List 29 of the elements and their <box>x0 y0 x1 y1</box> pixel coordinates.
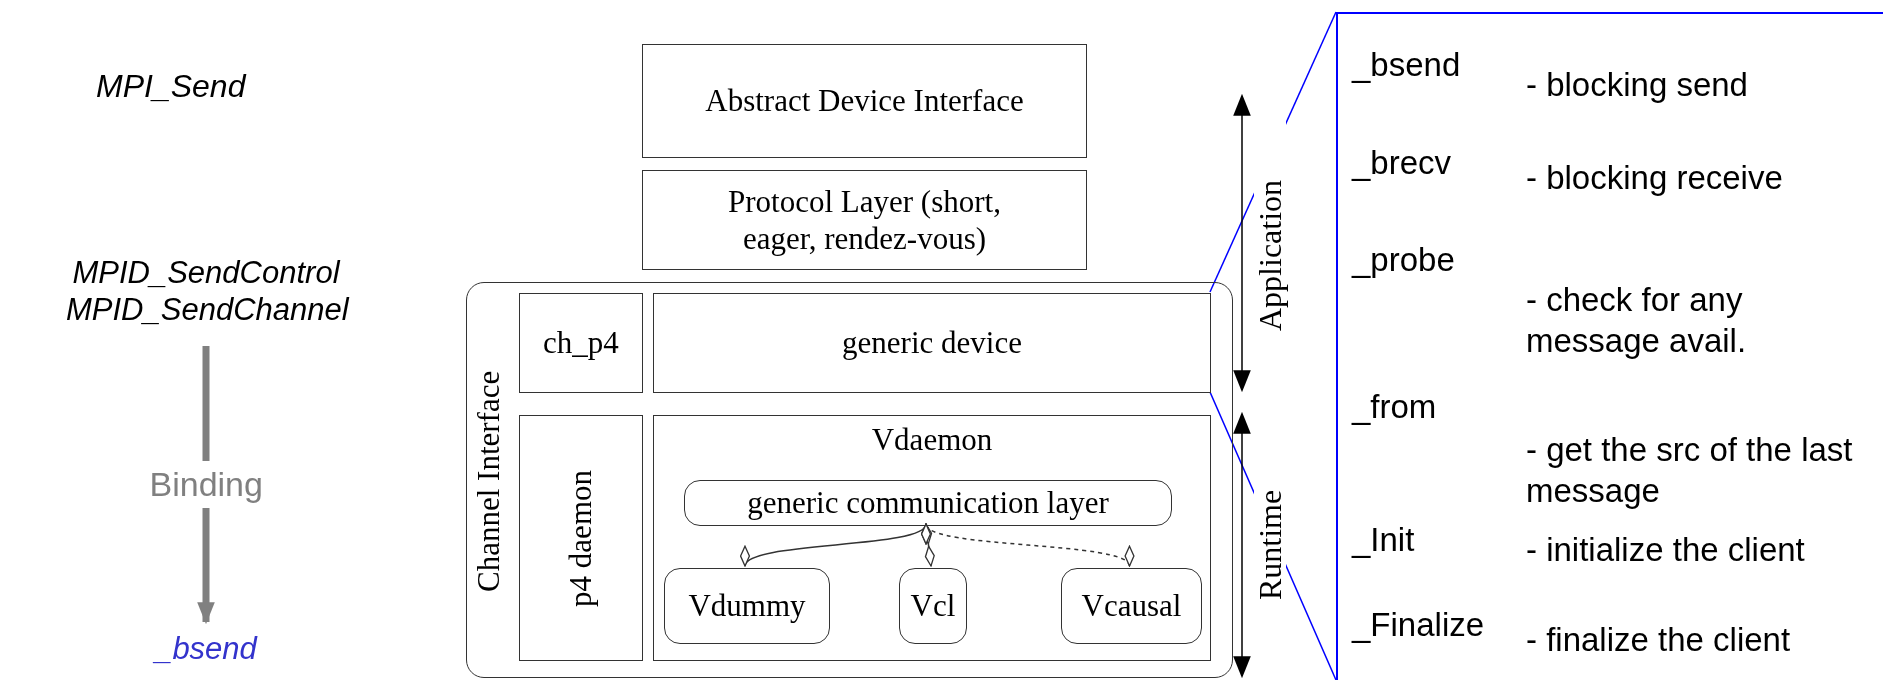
function-name: _brecv <box>1352 143 1452 183</box>
function-name: _Finalize <box>1352 605 1485 645</box>
function-description: - finalize the client <box>1526 620 1792 660</box>
daemon-box <box>653 415 1211 661</box>
layer-box: Abstract Device Interface <box>642 44 1087 158</box>
module-box: Vdummy <box>664 568 830 644</box>
function-description: - get the src of the last message <box>1526 430 1854 512</box>
module-box: Vcl <box>899 568 967 644</box>
function-name: _bsend <box>1352 45 1461 85</box>
layer-box: Protocol Layer (short, eager, rendez-vous) <box>642 170 1087 270</box>
function-description: - check for any message avail. <box>1526 280 1748 362</box>
function-description: - blocking receive <box>1526 158 1784 198</box>
daemon-box: p4 daemon <box>519 415 643 661</box>
function-name: _from <box>1352 387 1437 427</box>
module-box: Vcausal <box>1061 568 1202 644</box>
function-name: _bsend <box>126 622 286 676</box>
group-title: Channel Interface <box>471 369 507 594</box>
function-name: MPI_Send <box>96 68 246 105</box>
function-name: _Init <box>1352 520 1415 560</box>
interface-panel <box>466 282 1233 678</box>
function-description: - initialize the client <box>1526 530 1806 570</box>
function-name: MPID_SendControl MPID_SendChannel <box>6 236 406 346</box>
layer-box: generic communication layer <box>684 480 1172 526</box>
edge-label: Binding <box>149 460 263 508</box>
function-name: _probe <box>1352 240 1455 280</box>
device-box: ch_p4 <box>519 293 643 393</box>
device-box: generic device <box>653 293 1211 393</box>
function-description: - blocking send <box>1526 65 1749 105</box>
box-title: Vdaemon <box>870 422 994 458</box>
